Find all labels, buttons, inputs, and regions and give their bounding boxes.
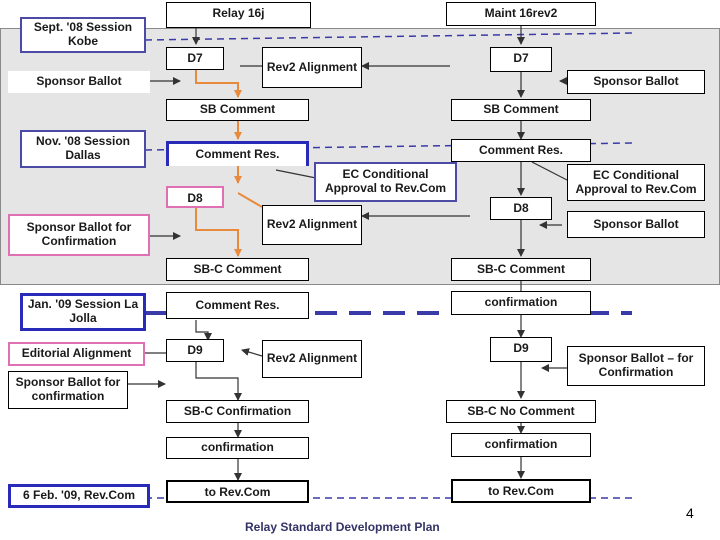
- maint-to-revcom-box: to Rev.Com: [451, 479, 591, 503]
- relay-comment-res-2-box: Comment Res.: [166, 292, 309, 319]
- relay-16j-header: Relay 16j: [166, 2, 311, 28]
- session-kobe-box: Sept. '08 Session Kobe: [20, 17, 146, 53]
- maint-comment-res-box: Comment Res.: [451, 139, 591, 162]
- relay-sbc-comment-box: SB-C Comment: [166, 258, 309, 281]
- relay-comment-res-box: Comment Res.: [166, 141, 309, 166]
- sponsor-ballot-confirmation-lower-box: Sponsor Ballot for confirmation: [8, 371, 128, 409]
- maint-16rev2-header: Maint 16rev2: [446, 2, 596, 26]
- maint-sbc-comment-box: SB-C Comment: [451, 258, 591, 281]
- session-dallas-box: Nov. '08 Session Dallas: [20, 130, 146, 168]
- relay-d8-box: D8: [166, 186, 224, 208]
- relay-d9-box: D9: [166, 339, 224, 362]
- session-lajolla-box: Jan. '09 Session La Jolla: [20, 293, 146, 331]
- ec-conditional-right-box: EC Conditional Approval to Rev.Com: [567, 164, 705, 201]
- relay-d7-box: D7: [166, 47, 224, 70]
- maint-confirmation-2-box: confirmation: [451, 433, 591, 457]
- relay-sbc-confirmation-box: SB-C Confirmation: [166, 400, 309, 423]
- page-number: 4: [686, 505, 694, 521]
- sponsor-ballot-confirmation-box: Sponsor Ballot for Confirmation: [8, 214, 150, 256]
- rev2-alignment-3-box: Rev2 Alignment: [262, 340, 362, 378]
- footer-title: Relay Standard Development Plan: [245, 520, 440, 534]
- right-sponsor-ballot-2-box: Sponsor Ballot: [567, 211, 705, 238]
- right-sponsor-ballot-box: Sponsor Ballot: [567, 70, 705, 94]
- maint-sbc-no-comment-box: SB-C No Comment: [446, 400, 596, 423]
- right-sponsor-ballot-confirmation-box: Sponsor Ballot – for Confirmation: [567, 346, 705, 386]
- maint-d8-box: D8: [490, 197, 552, 220]
- maint-d9-box: D9: [490, 337, 552, 362]
- rev2-alignment-1-box: Rev2 Alignment: [262, 47, 362, 88]
- editorial-alignment-box: Editorial Alignment: [8, 342, 145, 366]
- rev2-alignment-2-box: Rev2 Alignment: [262, 205, 362, 245]
- relay-sb-comment-box: SB Comment: [166, 99, 309, 121]
- maint-d7-box: D7: [490, 47, 552, 72]
- session-revcom-box: 6 Feb. '09, Rev.Com: [8, 484, 150, 508]
- ec-conditional-left-box: EC Conditional Approval to Rev.Com: [314, 162, 457, 202]
- maint-sb-comment-box: SB Comment: [451, 99, 591, 121]
- relay-confirmation-box: confirmation: [166, 437, 309, 459]
- maint-confirmation-1-box: confirmation: [451, 291, 591, 315]
- relay-to-revcom-box: to Rev.Com: [166, 480, 309, 503]
- left-sponsor-ballot-note: Sponsor Ballot: [8, 71, 150, 93]
